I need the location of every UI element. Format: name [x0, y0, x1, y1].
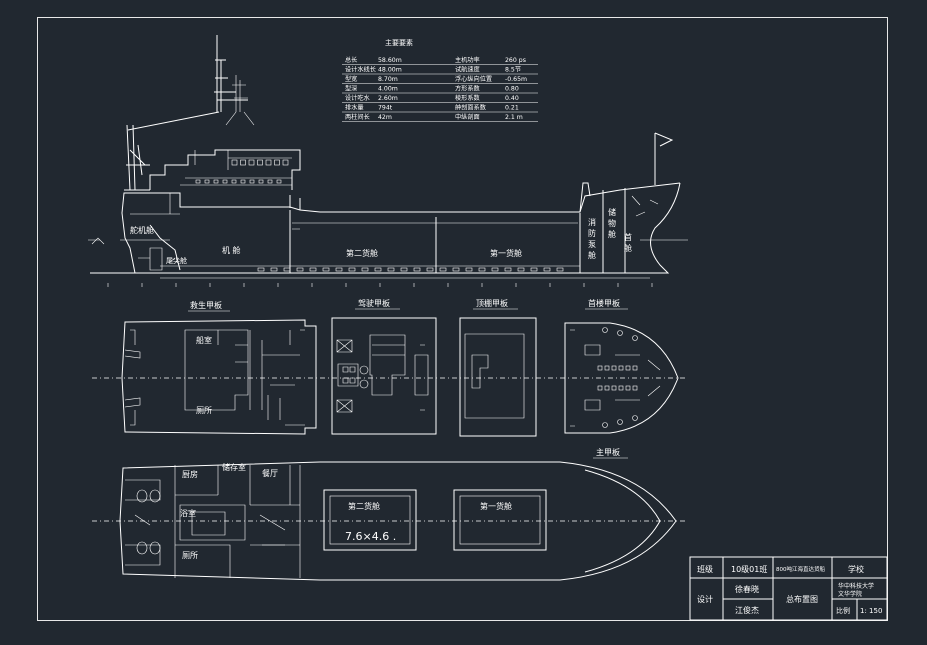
- main-deck-hold-2: 第二货舱: [348, 501, 380, 511]
- title-scale-label: 比例: [836, 606, 850, 615]
- particulars-cell: 794t: [378, 105, 393, 112]
- title-school-label: 学校: [848, 564, 864, 574]
- main-deck-mess: 餐厅: [262, 469, 278, 478]
- particulars-cell: 总长: [345, 56, 357, 64]
- bridge-deck-title: 驾驶甲板: [358, 298, 390, 308]
- particulars-cell: 0.80: [505, 86, 519, 93]
- drawing-frame: [37, 17, 888, 621]
- particulars-cell: 42m: [378, 114, 392, 121]
- boat-deck-plan: 救生甲板 船室 厕所: [121, 300, 317, 435]
- particulars-cell: -0.65m: [505, 76, 527, 83]
- particulars-cell: 舯剖面系数: [455, 104, 487, 112]
- particulars-cell: 0.40: [505, 95, 519, 102]
- main-deck-hatch-size: 7.6×4.6 .: [345, 530, 396, 543]
- label-hold-1: 第一货舱: [490, 248, 522, 258]
- particulars-cell: 2.1 m: [505, 114, 523, 121]
- main-deck-title: 主甲板: [596, 447, 620, 457]
- particulars-cell: 棱形系数: [455, 94, 481, 102]
- top-deck-title: 顶棚甲板: [476, 298, 508, 308]
- main-deck-hold-1: 第一货舱: [480, 501, 512, 511]
- top-deck-plan: 顶棚甲板: [459, 298, 537, 437]
- boat-deck-cabin: 船室: [196, 335, 212, 345]
- profile-view: 舵机舱 尾尖舱 机 舱 第二货舱 第一货舱 消防泵舱 储物舱 首舱: [88, 35, 688, 287]
- main-deck-plan: 主甲板 厨房 储存室 餐厅 浴室 厕所 第二货舱 第一货舱 7.6×4.6 .: [119, 447, 677, 581]
- title-checker: 江俊杰: [735, 605, 759, 615]
- particulars-cell: 主机功率: [455, 56, 480, 64]
- particulars-cell: 两柱间长: [345, 113, 370, 121]
- main-deck-galley: 厨房: [182, 469, 198, 479]
- boat-deck-title: 救生甲板: [190, 300, 222, 310]
- particulars-cell: 浮心纵向位置: [455, 75, 492, 83]
- particulars-cell: 型深: [345, 85, 357, 93]
- particulars-cell: 试航速度: [455, 66, 480, 74]
- label-steering-room: 舵机舱: [130, 225, 154, 235]
- main-deck-store: 储存室: [222, 462, 246, 472]
- particulars-title: 主要要素: [385, 38, 413, 47]
- particulars-cell: 8.70m: [378, 76, 398, 83]
- title-school-name-line1: 华中科技大学: [838, 582, 874, 590]
- title-block: 班级 10级01班 800吨江海直达货船 学校 设计 徐春晓 江俊杰 总布置图 …: [689, 556, 888, 621]
- particulars-cell: 中纵剖面: [455, 113, 480, 121]
- title-designer: 徐春晓: [735, 584, 759, 594]
- particulars-cell: 型宽: [345, 75, 357, 83]
- particulars-cell: 48.00m: [378, 67, 402, 74]
- particulars-cell: 排水量: [345, 104, 364, 112]
- label-fire-pump-room: 消防泵舱: [588, 217, 596, 260]
- particulars-cell: 4.00m: [378, 86, 398, 93]
- particulars-cell: 0.21: [505, 105, 519, 112]
- main-deck-toilet: 厕所: [182, 550, 198, 560]
- forecastle-deck-title: 首楼甲板: [588, 298, 620, 308]
- boat-deck-toilet: 厕所: [196, 405, 212, 415]
- particulars-cell: 260 ps: [505, 57, 526, 64]
- title-school-name-line2: 文华学院: [838, 590, 862, 598]
- particulars-cell: 方形系数: [455, 85, 481, 93]
- particulars-cell: 8.5节: [505, 66, 521, 74]
- label-store-room: 储物舱: [608, 207, 616, 239]
- forecastle-deck-plan: 首楼甲板: [564, 298, 679, 434]
- title-design-label: 设计: [697, 594, 713, 604]
- label-fore-peak: 首舱: [624, 232, 632, 253]
- label-engine-room: 机 舱: [222, 245, 241, 255]
- title-class-label: 班级: [697, 564, 713, 574]
- title-project: 800吨江海直达货船: [776, 565, 825, 573]
- bridge-deck-plan: 驾驶甲板: [331, 298, 437, 435]
- label-hold-2: 第二货舱: [346, 248, 378, 258]
- particulars-cell: 设计水线长: [345, 66, 376, 74]
- particulars-cell: 设计吃水: [345, 94, 371, 102]
- particulars-cell: 2.60m: [378, 95, 398, 102]
- particulars-cell: 58.60m: [378, 57, 402, 64]
- title-drawing-name: 总布置图: [786, 594, 818, 604]
- label-aft-peak: 尾尖舱: [166, 256, 187, 265]
- main-deck-bath: 浴室: [180, 508, 196, 518]
- title-scale-value: 1: 150: [860, 607, 882, 615]
- title-class-value: 10级01班: [731, 564, 767, 574]
